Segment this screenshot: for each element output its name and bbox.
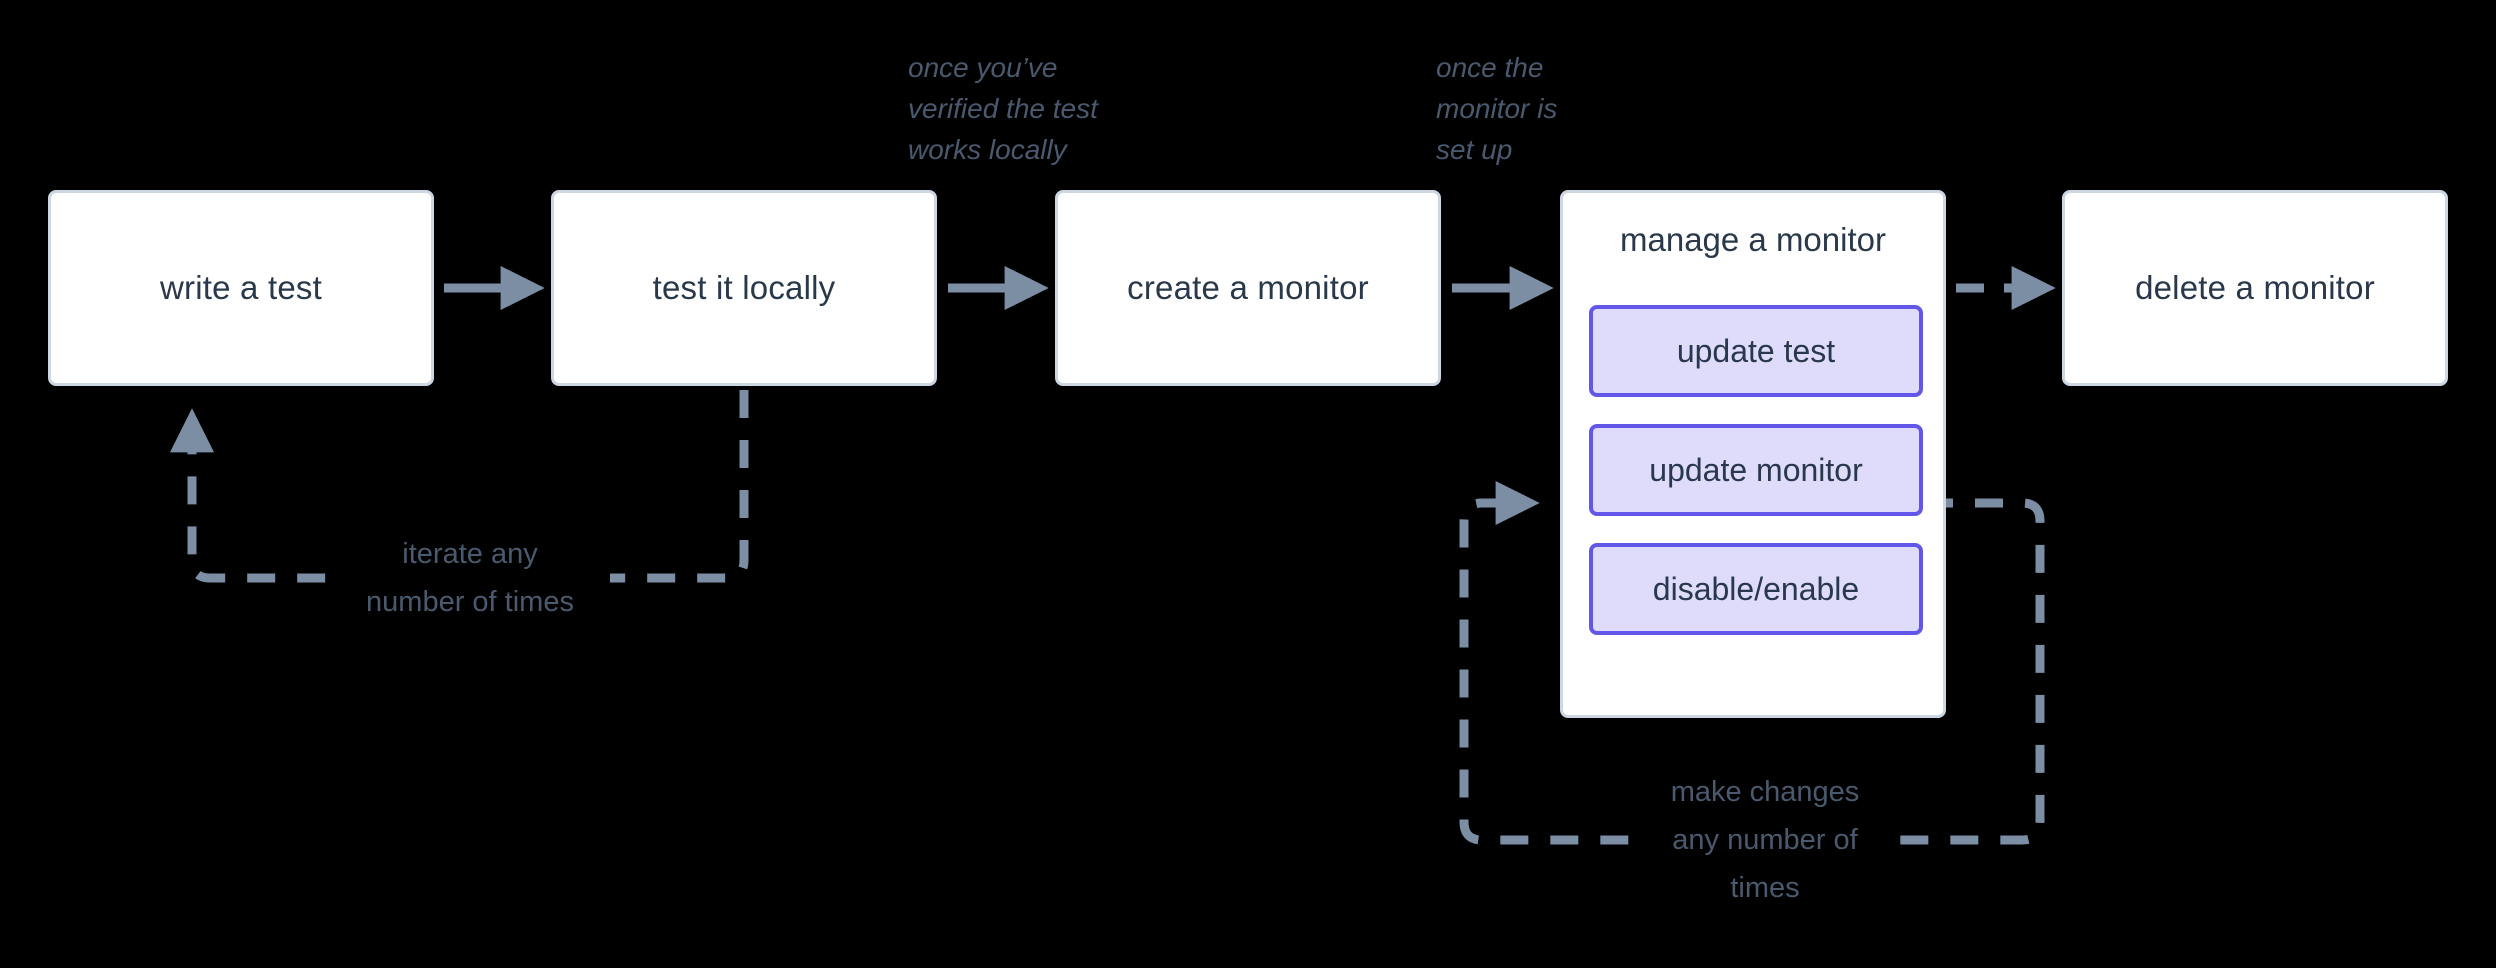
node-label-delete-a-monitor: delete a monitor	[2135, 269, 2375, 306]
node-label-update-monitor: update monitor	[1649, 451, 1863, 488]
node-label-create-a-monitor: create a monitor	[1127, 269, 1369, 306]
node-label-manage-a-monitor: manage a monitor	[1620, 221, 1886, 258]
loop-label-make-changes: make changes any number of times	[1630, 768, 1900, 912]
node-label-write-a-test: write a test	[160, 269, 322, 306]
node-write-a-test[interactable]: write a test	[48, 190, 434, 386]
node-label-test-it-locally: test it locally	[652, 269, 836, 306]
annotation-verified-note: once you’ve verified the test works loca…	[908, 52, 1098, 165]
node-manage-a-monitor[interactable]: manage a monitor update test update moni…	[1560, 190, 1946, 718]
node-label-disable-enable: disable/enable	[1652, 570, 1860, 607]
annotation-setup-note: once the monitor is set up	[1436, 52, 1558, 165]
node-disable-enable[interactable]: disable/enable	[1589, 543, 1923, 635]
node-label-update-test: update test	[1676, 332, 1836, 369]
node-test-it-locally[interactable]: test it locally	[551, 190, 937, 386]
node-delete-a-monitor[interactable]: delete a monitor	[2062, 190, 2448, 386]
node-create-a-monitor[interactable]: create a monitor	[1055, 190, 1441, 386]
node-update-test[interactable]: update test	[1589, 305, 1923, 397]
node-update-monitor[interactable]: update monitor	[1589, 424, 1923, 516]
loop-label-iterate: iterate any number of times	[330, 530, 610, 626]
